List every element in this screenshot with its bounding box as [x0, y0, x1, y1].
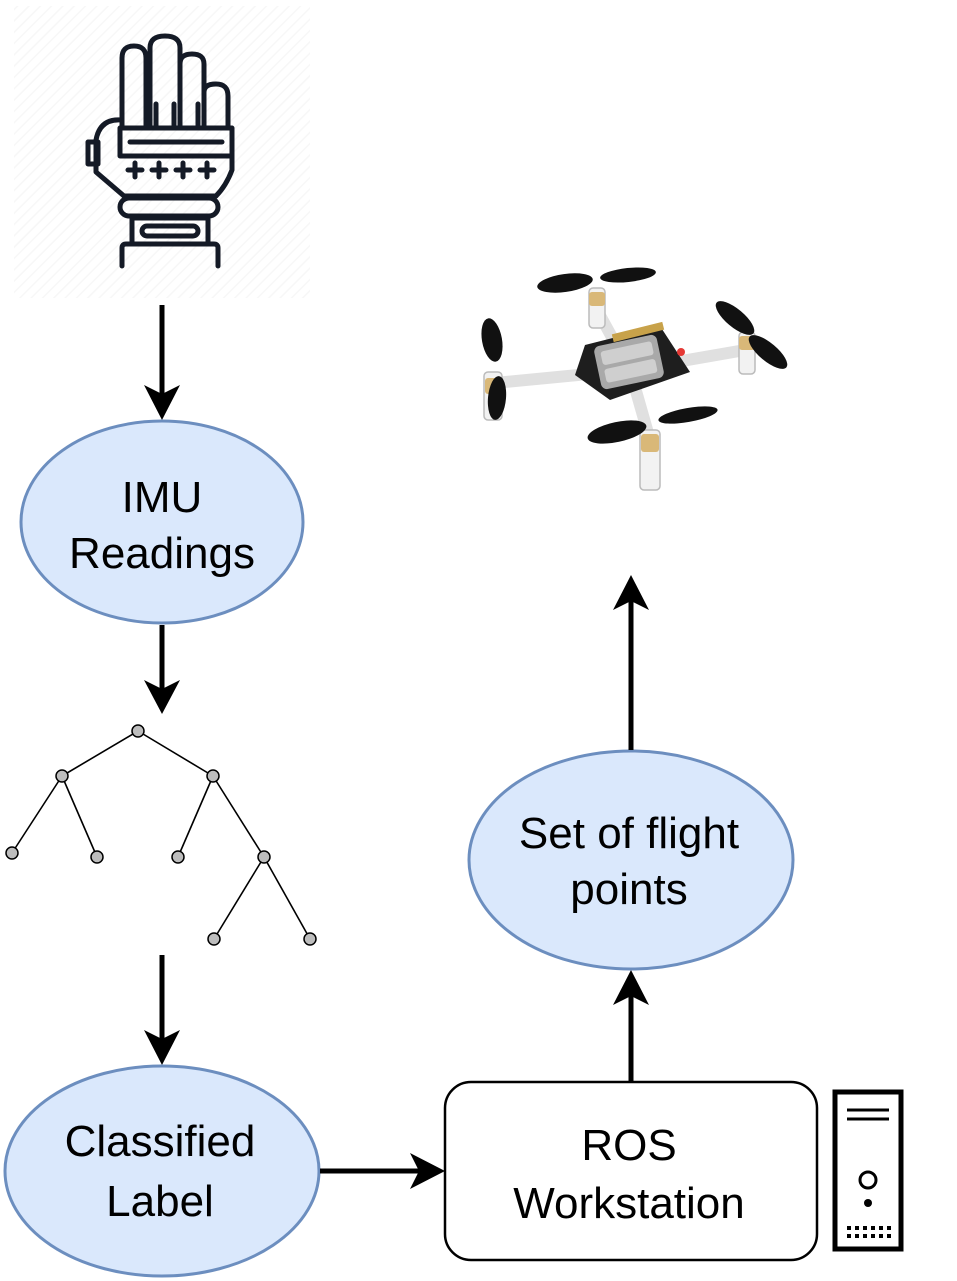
- ros-label-line2: Workstation: [513, 1179, 745, 1228]
- imu-readings-node: IMU Readings: [19, 419, 305, 625]
- arrow-ros-to-flight: [613, 970, 649, 1082]
- ros-label-line1: ROS: [581, 1121, 676, 1170]
- arrow-classified-to-ros: [320, 1153, 445, 1189]
- flight-label-line1: Set of flight: [519, 809, 739, 858]
- decision-tree-icon: [5, 724, 317, 946]
- classified-label-node: Classified Label: [3, 1064, 321, 1278]
- flight-points-node: Set of flight points: [467, 749, 795, 971]
- arrow-flight-to-drone: [613, 575, 649, 750]
- arrow-tree-to-classified: [144, 955, 180, 1065]
- glove-sensor-icon: [14, 6, 310, 298]
- flight-label-line2: points: [570, 865, 687, 914]
- arrow-glove-to-imu: [144, 305, 180, 420]
- ros-workstation-node: ROS Workstation: [443, 1080, 819, 1262]
- classified-label-line1: Classified: [65, 1117, 256, 1166]
- imu-label-line2: Readings: [69, 529, 255, 578]
- classified-label-line2: Label: [106, 1177, 214, 1226]
- quadcopter-drone-icon: [481, 267, 788, 491]
- desktop-tower-icon: [832, 1089, 904, 1252]
- imu-label-line1: IMU: [122, 473, 203, 522]
- arrow-imu-to-tree: [144, 625, 180, 714]
